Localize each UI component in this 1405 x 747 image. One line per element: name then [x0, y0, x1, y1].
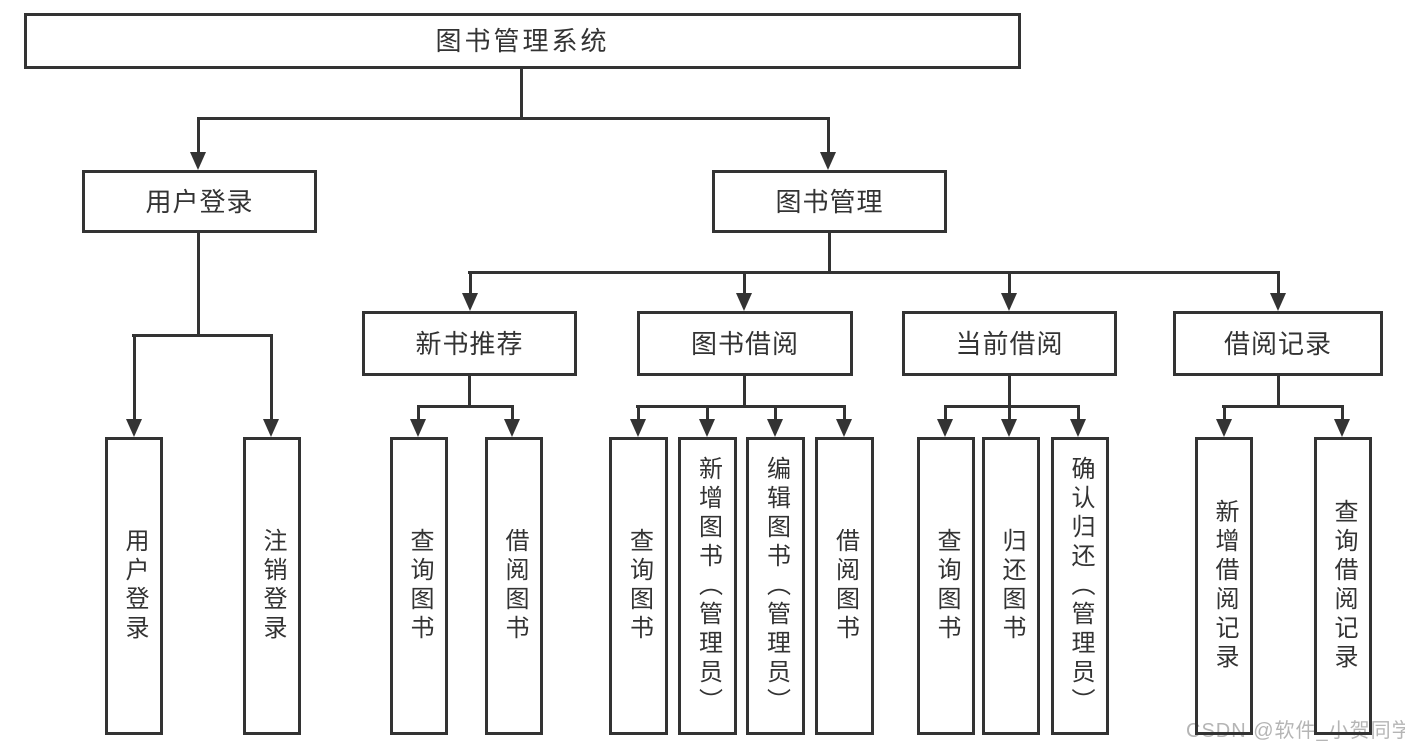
- node-user-login-action: 用户登录: [105, 437, 163, 735]
- connector-line: [1341, 405, 1344, 426]
- connector-line: [1277, 375, 1280, 407]
- connector-line: [197, 117, 830, 120]
- arrow-down-icon: [736, 293, 752, 311]
- connector-line: [706, 405, 709, 426]
- arrow-down-icon: [1001, 293, 1017, 311]
- arrow-down-icon: [1070, 419, 1086, 437]
- arrow-down-icon: [410, 419, 426, 437]
- node-edit-books-admin: 编辑图书（管理员）: [746, 437, 805, 735]
- arrow-down-icon: [190, 152, 206, 170]
- connector-line: [197, 233, 200, 336]
- arrow-down-icon: [462, 293, 478, 311]
- connector-line: [511, 405, 514, 426]
- connector-line: [133, 334, 136, 426]
- node-new-book-recommend: 新书推荐: [362, 311, 577, 376]
- arrow-down-icon: [937, 419, 953, 437]
- connector-line: [1223, 405, 1226, 426]
- node-borrow-books-recommend: 借阅图书: [485, 437, 543, 735]
- node-logout: 注销登录: [243, 437, 301, 735]
- connector-line: [468, 376, 471, 407]
- node-query-books-current: 查询图书: [917, 437, 975, 735]
- connector-line: [944, 405, 947, 426]
- connector-line: [469, 271, 472, 300]
- arrow-down-icon: [1270, 293, 1286, 311]
- node-add-borrow-record: 新增借阅记录: [1195, 437, 1253, 735]
- connector-line: [1077, 405, 1080, 426]
- connector-line: [743, 376, 746, 407]
- node-current-borrowing: 当前借阅: [902, 311, 1117, 376]
- connector-line: [828, 232, 831, 273]
- node-borrowing-records: 借阅记录: [1173, 311, 1383, 376]
- arrow-down-icon: [504, 419, 520, 437]
- arrow-down-icon: [699, 419, 715, 437]
- node-book-management: 图书管理: [712, 170, 947, 233]
- node-book-borrowing: 图书借阅: [637, 311, 853, 376]
- connector-line: [827, 117, 830, 158]
- arrow-down-icon: [836, 419, 852, 437]
- connector-line: [774, 405, 777, 426]
- connector-line: [1222, 405, 1344, 408]
- connector-line: [468, 271, 1280, 274]
- connector-line: [637, 405, 640, 426]
- node-borrow-books-borrowing: 借阅图书: [815, 437, 874, 735]
- connector-line: [1277, 271, 1280, 300]
- connector-line: [417, 405, 514, 408]
- connector-line: [520, 69, 523, 120]
- arrow-down-icon: [767, 419, 783, 437]
- csdn-watermark: CSDN @软件_小贺同学: [1186, 720, 1405, 742]
- node-library-system: 图书管理系统: [24, 13, 1021, 69]
- node-query-books-borrowing: 查询图书: [609, 437, 668, 735]
- connector-line: [132, 334, 273, 337]
- connector-line: [270, 334, 273, 426]
- connector-line: [1008, 405, 1011, 426]
- arrow-down-icon: [820, 152, 836, 170]
- node-confirm-return-admin: 确认归还（管理员）: [1051, 437, 1109, 735]
- connector-line: [843, 405, 846, 426]
- arrow-down-icon: [630, 419, 646, 437]
- node-query-borrow-record: 查询借阅记录: [1314, 437, 1372, 735]
- connector-line: [1008, 375, 1011, 407]
- connector-line: [944, 405, 1080, 408]
- arrow-down-icon: [126, 419, 142, 437]
- node-add-books-admin: 新增图书（管理员）: [678, 437, 737, 735]
- node-user-login: 用户登录: [82, 170, 317, 233]
- node-return-books: 归还图书: [982, 437, 1040, 735]
- connector-line: [743, 271, 746, 300]
- arrow-down-icon: [1334, 419, 1350, 437]
- connector-line: [1008, 271, 1011, 300]
- connector-line: [636, 405, 846, 408]
- arrow-down-icon: [263, 419, 279, 437]
- arrow-down-icon: [1001, 419, 1017, 437]
- connector-line: [197, 117, 200, 158]
- node-query-books-recommend: 查询图书: [390, 437, 448, 735]
- connector-line: [417, 405, 420, 426]
- arrow-down-icon: [1216, 419, 1232, 437]
